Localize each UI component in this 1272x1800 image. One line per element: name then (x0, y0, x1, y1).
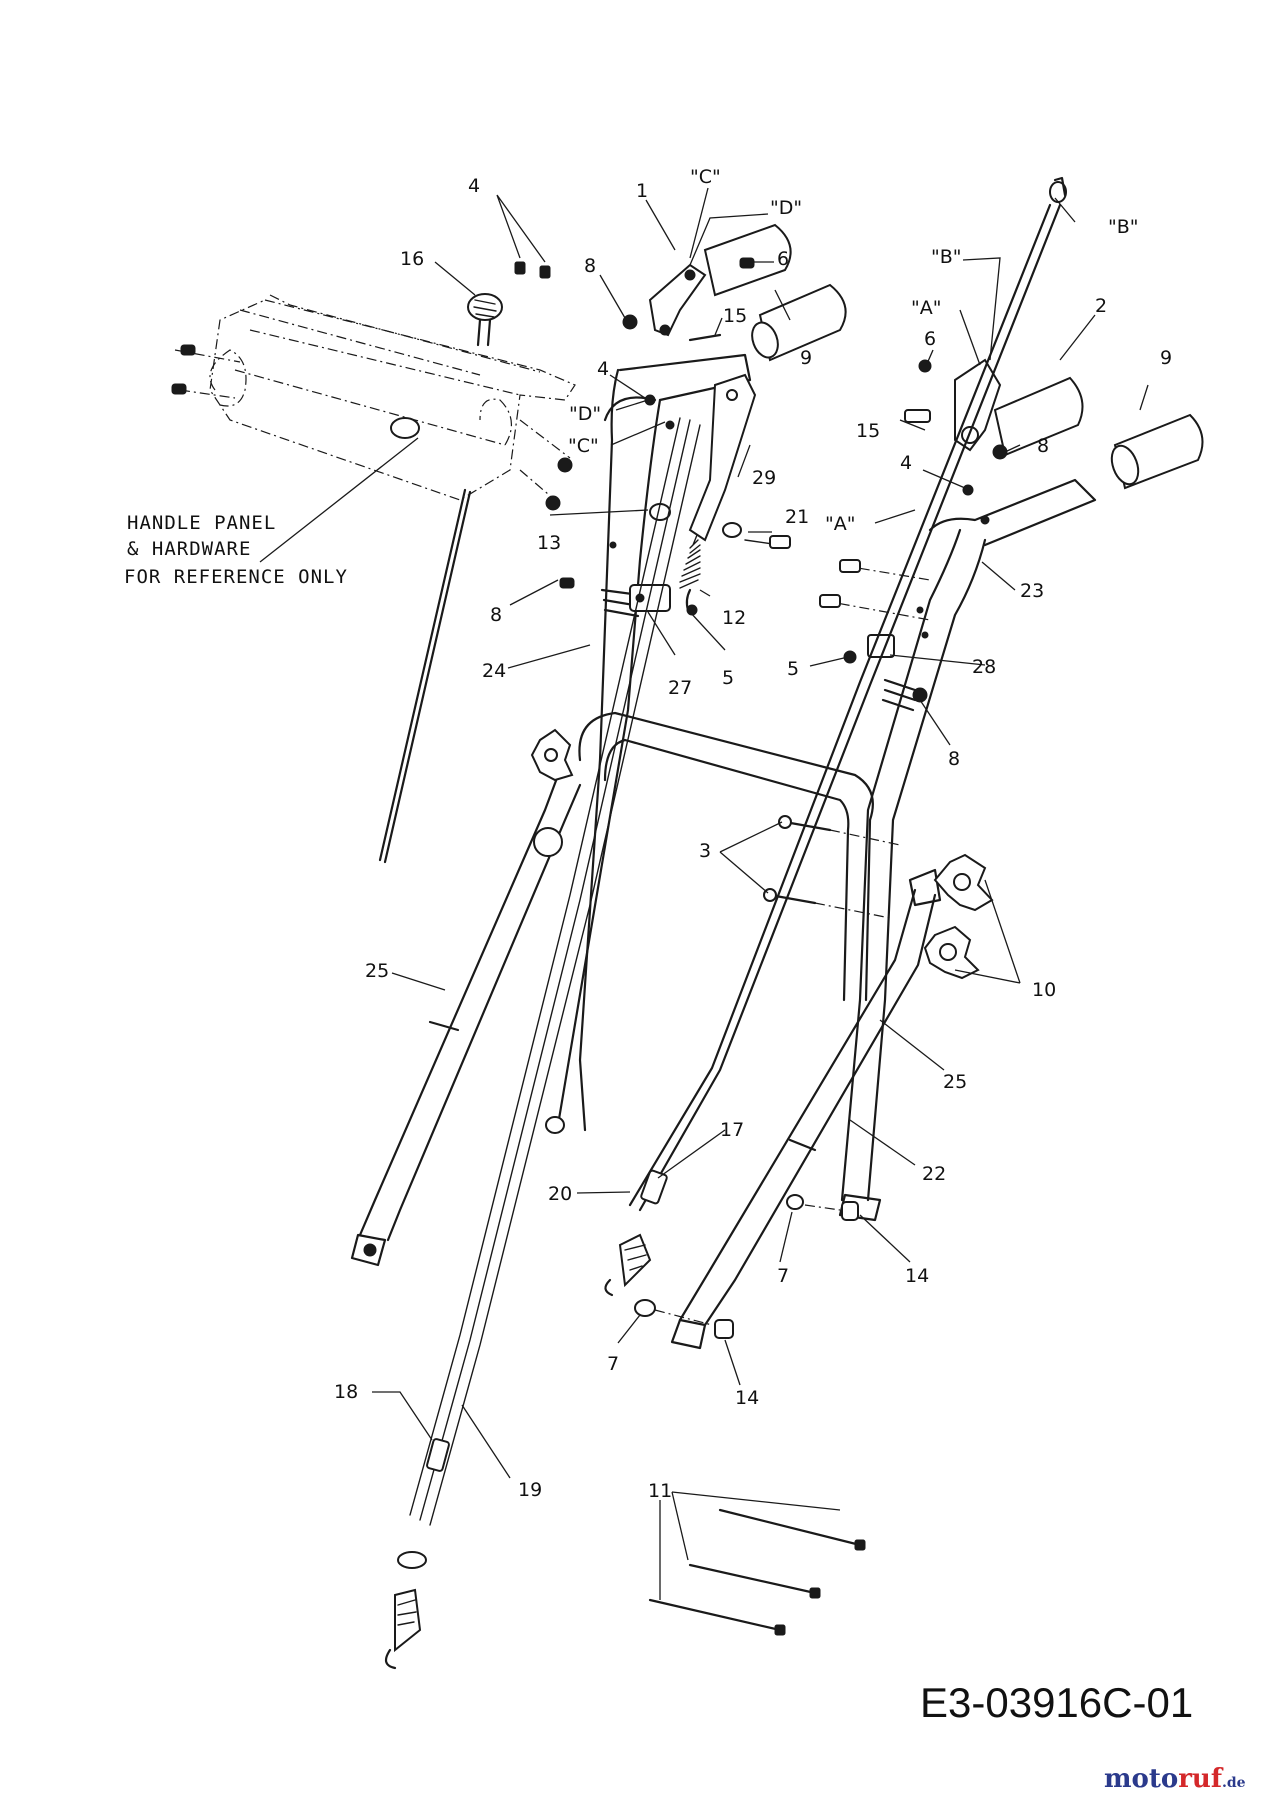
brand-suffix: .de (1222, 1775, 1246, 1791)
callout-2: 2 (1095, 295, 1107, 317)
cable-ties-11 (648, 1508, 866, 1636)
note-line-2: & HARDWARE (127, 538, 251, 560)
callout-24: 24 (482, 660, 506, 682)
handle-panel (171, 294, 576, 511)
callout-4: 4 (468, 175, 480, 197)
callout-8: 8 (490, 604, 502, 626)
callout-4: 4 (597, 358, 609, 380)
callout-10: 10 (1032, 979, 1056, 1001)
callout-7: 7 (777, 1265, 789, 1287)
callout-21: 21 (785, 506, 809, 528)
callout-16: 16 (400, 248, 424, 270)
callout-15: 15 (723, 305, 747, 327)
callout-14: 14 (735, 1387, 759, 1409)
clamp-28 (819, 559, 931, 703)
callout-C: "C" (690, 166, 721, 188)
reference-note: HANDLE PANEL & HARDWARE FOR REFERENCE ON… (124, 512, 348, 588)
callout-labels: 1 "C" "D" 4 16 8 6 15 9 4 "D" "C" 29 13 … (334, 166, 1172, 1502)
callout-5: 5 (787, 658, 799, 680)
callout-6: 6 (924, 328, 936, 350)
brand-logo: motoruf.de (1104, 1764, 1246, 1794)
callout-9: 9 (800, 347, 812, 369)
callout-8: 8 (948, 748, 960, 770)
callout-A: "A" (825, 513, 855, 535)
callout-C: "C" (568, 435, 599, 457)
callout-11: 11 (648, 1480, 672, 1502)
lower-handle-right-25 (670, 868, 942, 1350)
callout-25: 25 (365, 960, 389, 982)
callout-19: 19 (518, 1479, 542, 1501)
svg-text:motoruf.de: motoruf.de (1104, 1764, 1246, 1794)
callout-9: 9 (1160, 347, 1172, 369)
crossbar (578, 711, 874, 1002)
panel-rod (378, 488, 472, 864)
bolts-3 (763, 815, 901, 919)
callout-18: 18 (334, 1381, 358, 1403)
brand-part-2: ruf (1178, 1764, 1224, 1794)
callout-5: 5 (722, 667, 734, 689)
callout-23: 23 (1020, 580, 1044, 602)
callout-27: 27 (668, 677, 692, 699)
cable-end-18-19 (384, 1438, 450, 1670)
callout-20: 20 (548, 1183, 572, 1205)
callout-8: 8 (584, 255, 596, 277)
callout-3: 3 (699, 840, 711, 862)
leader-lines (259, 187, 1149, 1600)
callout-B: "B" (1108, 216, 1139, 238)
callout-A: "A" (911, 297, 941, 319)
note-line-3: FOR REFERENCE ONLY (124, 566, 348, 588)
callout-B: "B" (931, 246, 962, 268)
key-knob-16 (467, 261, 551, 347)
note-line-1: HANDLE PANEL (127, 512, 276, 534)
cable-end-17-20 (604, 1169, 668, 1297)
callout-8: 8 (1037, 435, 1049, 457)
callout-12: 12 (722, 607, 746, 629)
lower-handle-left-25 (350, 768, 582, 1267)
callout-D: "D" (770, 197, 802, 219)
callout-1: 1 (636, 180, 648, 202)
callout-6: 6 (777, 248, 789, 270)
callout-17: 17 (720, 1119, 744, 1141)
knobs-10 (530, 728, 994, 980)
pivot-27 (559, 503, 698, 616)
spring-12 (679, 534, 701, 612)
callout-22: 22 (922, 1163, 946, 1185)
drawing-number: E3-03916C-01 (920, 1679, 1193, 1726)
brand-part-1: moto (1104, 1764, 1178, 1794)
upper-handle-right-23 (838, 478, 1097, 1222)
cables (409, 176, 1067, 1526)
callout-13: 13 (537, 532, 561, 554)
callout-28: 28 (972, 656, 996, 678)
callout-4: 4 (900, 452, 912, 474)
callout-D: "D" (569, 403, 601, 425)
hardware-7-14 (634, 1194, 859, 1339)
callout-15: 15 (856, 420, 880, 442)
callout-25: 25 (943, 1071, 967, 1093)
callout-14: 14 (905, 1265, 929, 1287)
lever-bracket-29 (688, 373, 791, 549)
callout-29: 29 (752, 467, 776, 489)
callout-7: 7 (607, 1353, 619, 1375)
